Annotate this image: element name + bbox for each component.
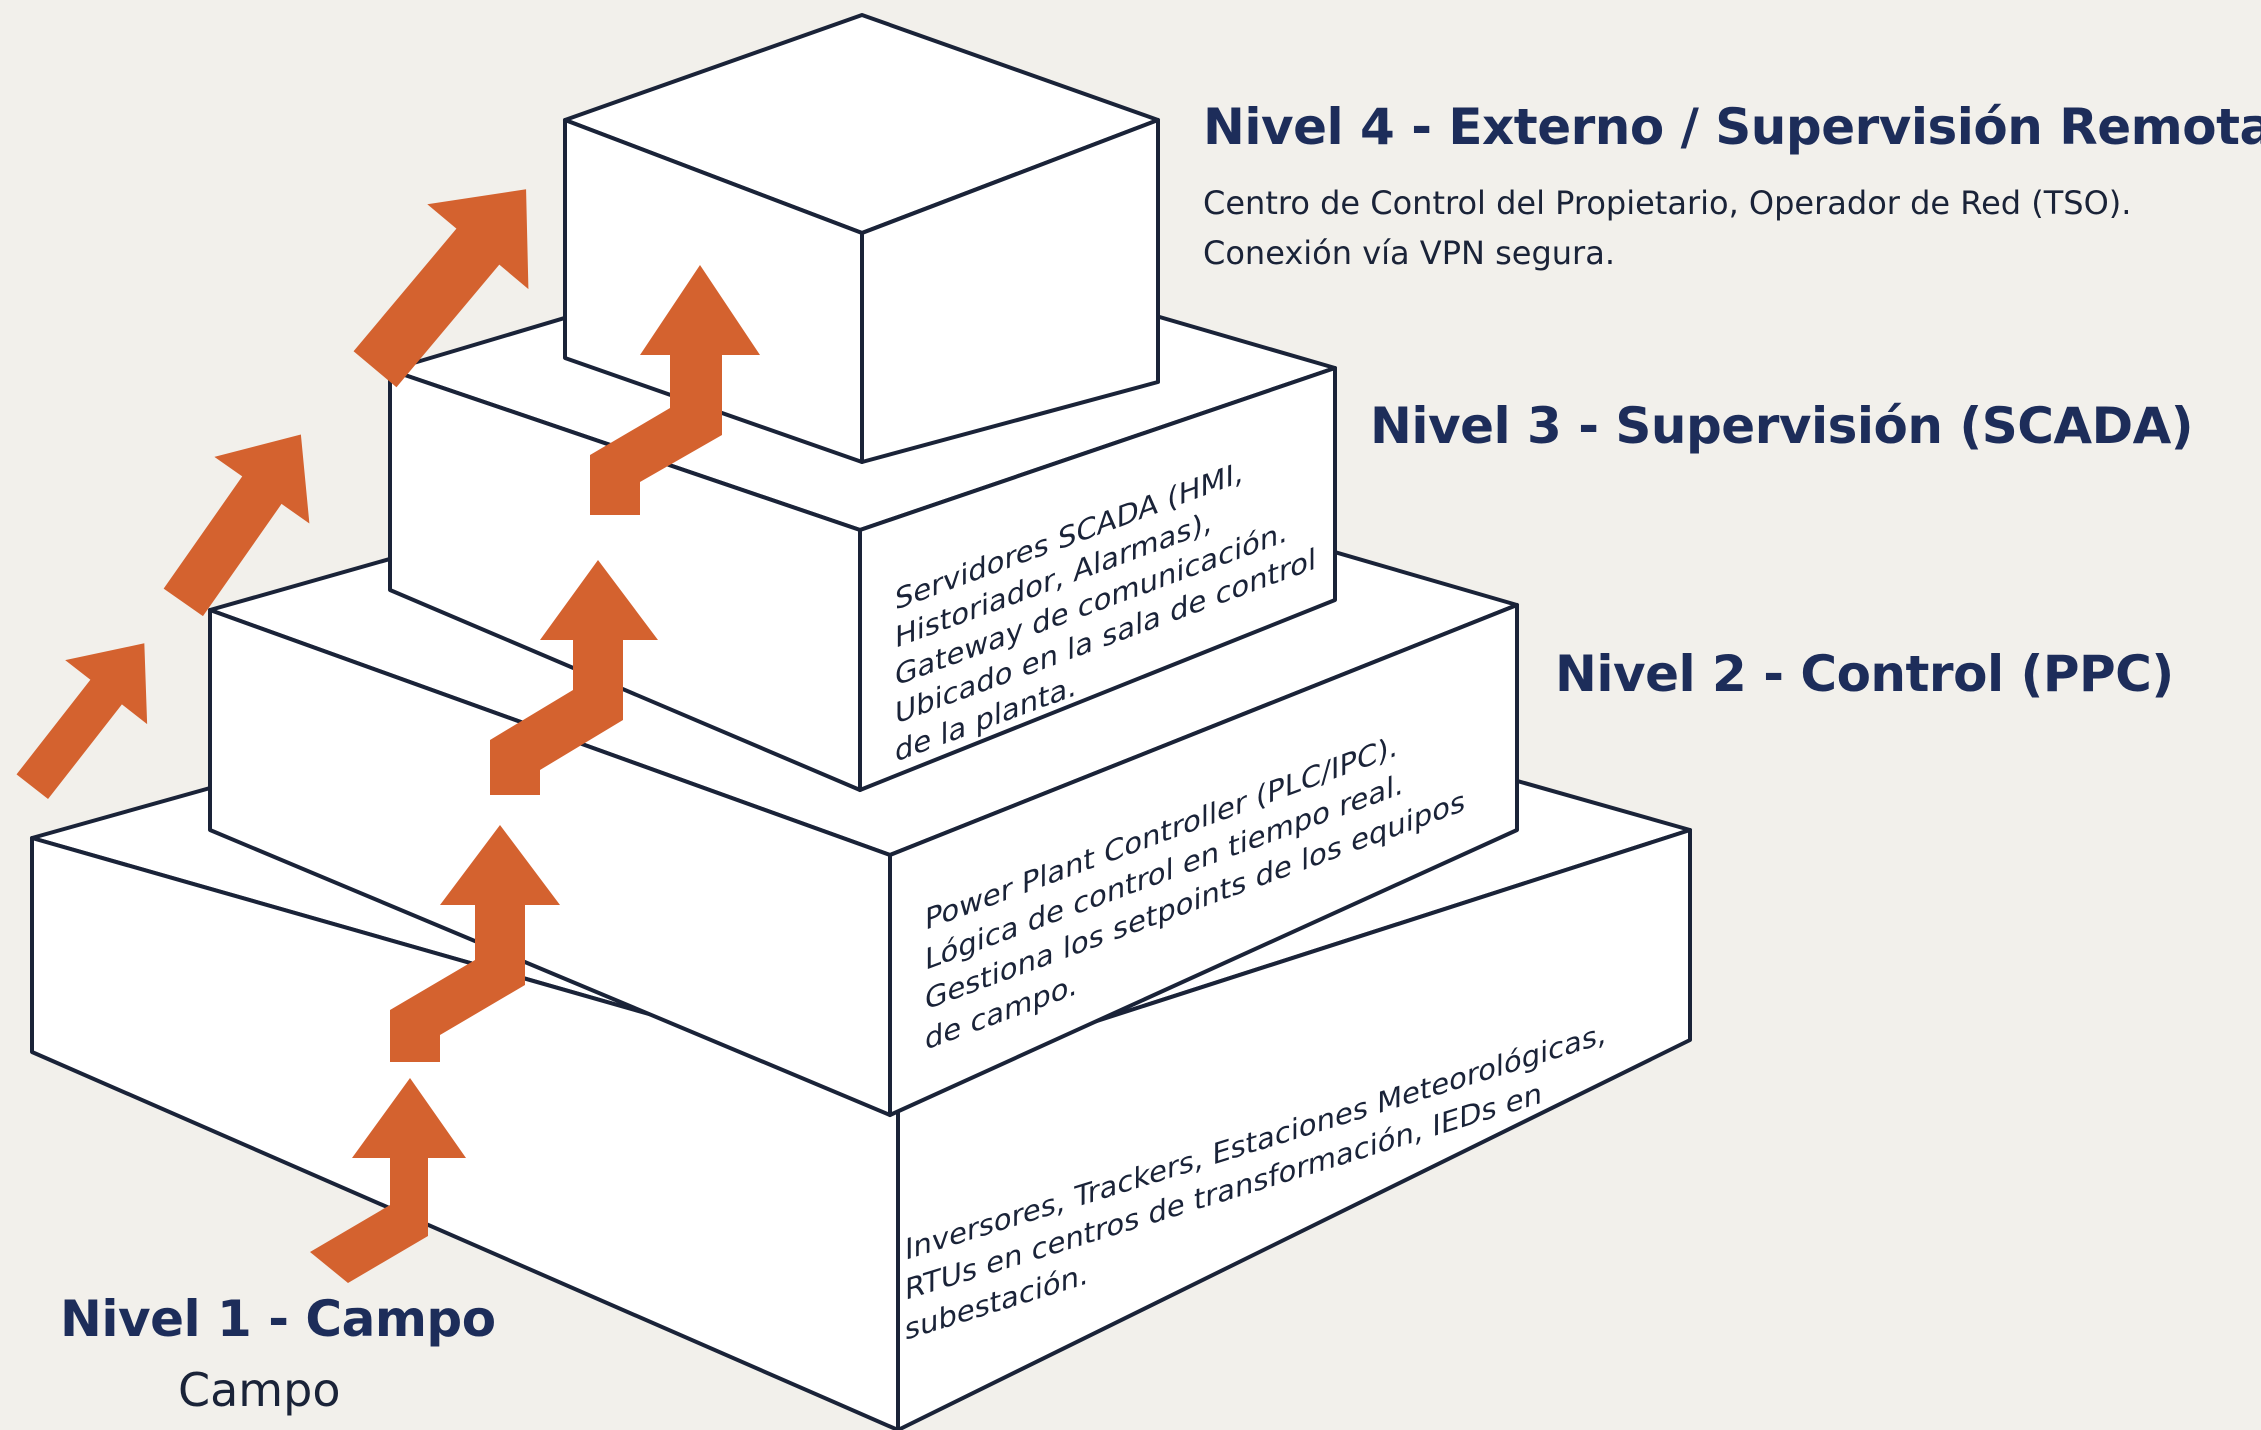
level-1-subtitle: Campo bbox=[178, 1363, 341, 1417]
level-4-description-line-1: Centro de Control del Propietario, Opera… bbox=[1203, 184, 2132, 222]
level-1-title: Nivel 1 - Campo bbox=[60, 1290, 496, 1348]
arrow-up-icon bbox=[490, 560, 658, 795]
arrow-up-icon bbox=[310, 1078, 466, 1283]
tier-1-left-face bbox=[30, 836, 900, 1430]
tier-4-right-face bbox=[860, 118, 1160, 464]
arrow-up-icon bbox=[590, 265, 760, 515]
level-2-title: Nivel 2 - Control (PPC) bbox=[1555, 645, 2174, 703]
level-4-description-line-2: Conexión vía VPN segura. bbox=[1203, 234, 1615, 272]
arrow-up-icon bbox=[16, 643, 148, 799]
arrow-up-icon bbox=[353, 189, 529, 388]
level-4-title: Nivel 4 - Externo / Supervisión Remota bbox=[1203, 98, 2261, 156]
tier-3-right-face bbox=[858, 366, 1337, 792]
level-3-title: Nivel 3 - Supervisión (SCADA) bbox=[1370, 397, 2194, 455]
staircase-arrows bbox=[310, 265, 760, 1283]
arrow-up-icon bbox=[390, 825, 560, 1062]
tier-1-right-face bbox=[896, 828, 1692, 1430]
outer-arrows bbox=[16, 189, 529, 799]
tier-2-right-face bbox=[888, 603, 1519, 1117]
arrow-up-icon bbox=[163, 434, 310, 617]
